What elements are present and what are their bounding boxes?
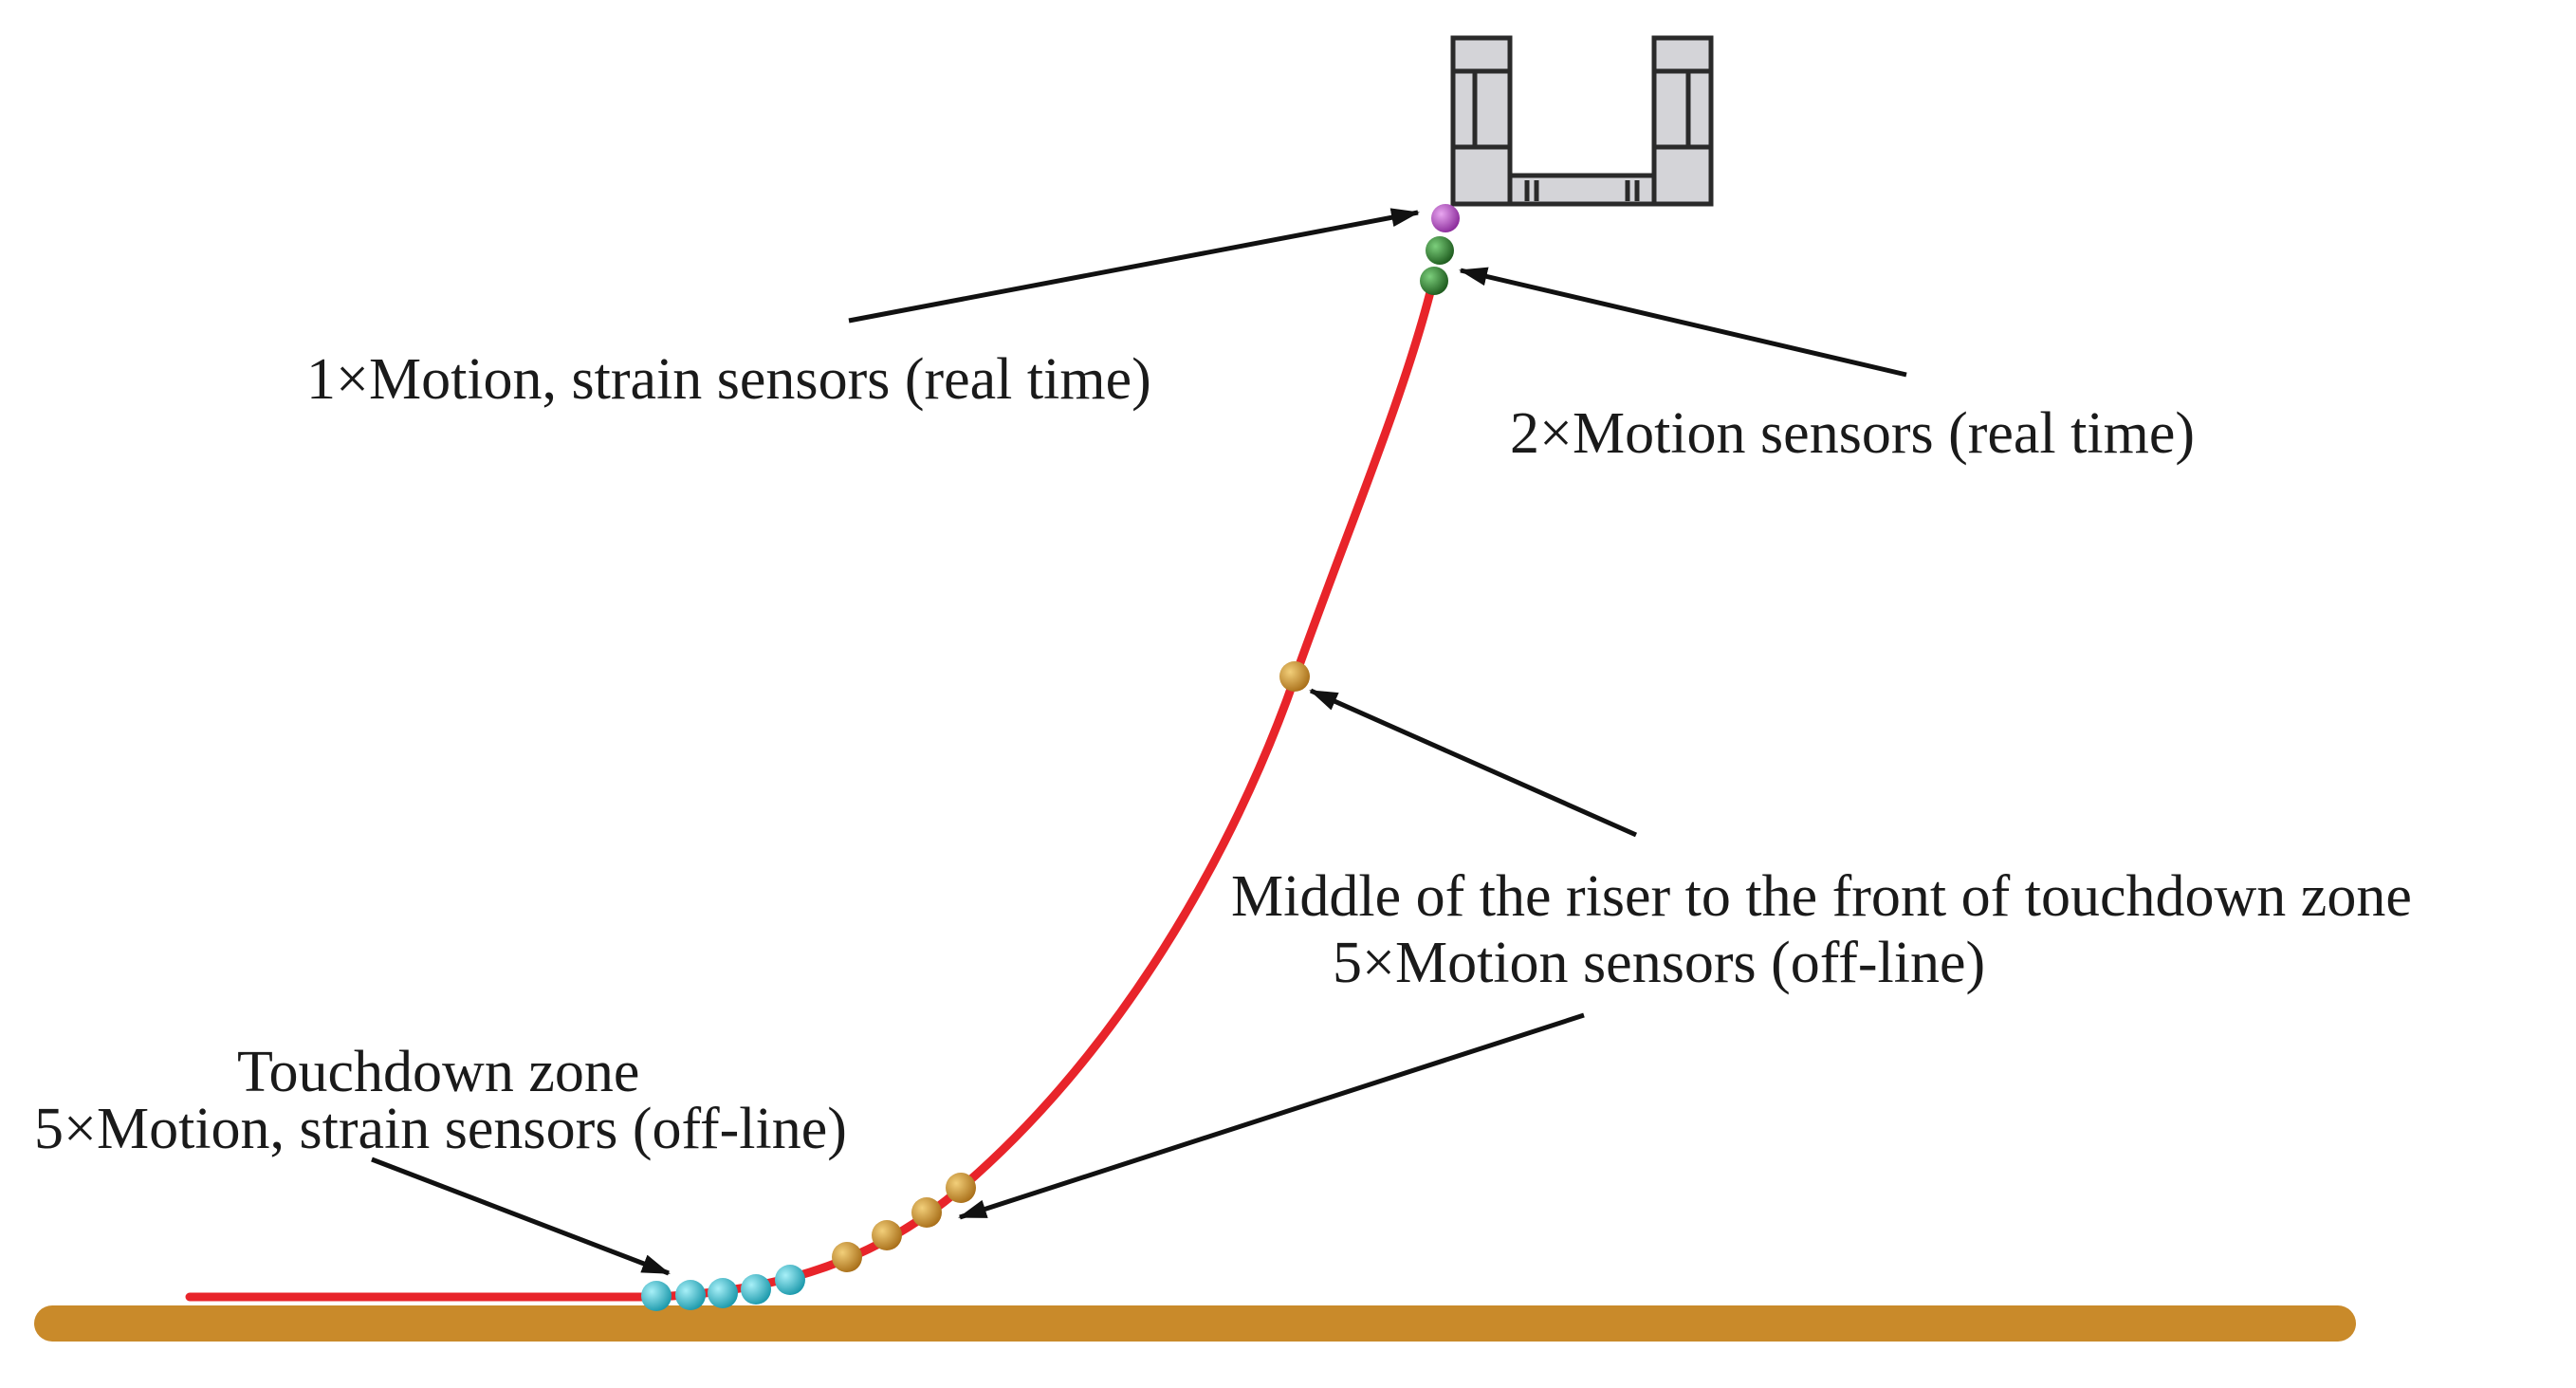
label-touchdown-line2: 5×Motion, strain sensors (off-line) (34, 1097, 847, 1161)
riser (185, 280, 1437, 1302)
arrow-middle (1309, 688, 1638, 838)
top-strain-sensor (1431, 204, 1460, 232)
sensor-marker (1431, 204, 1460, 232)
label-top-pair: 2×Motion sensors (real time) (1510, 401, 2195, 466)
sensor-marker (946, 1173, 976, 1203)
touchdown-sensors (641, 1265, 805, 1311)
sensor-marker (775, 1265, 805, 1295)
sensor-marker (872, 1220, 902, 1250)
sensor-marker (832, 1242, 862, 1272)
arrow-touchdown (371, 1157, 671, 1276)
sensor-marker (1426, 236, 1454, 265)
sensor-marker (675, 1280, 706, 1310)
sensor-marker (641, 1281, 672, 1311)
platform (1450, 35, 1714, 207)
top-motion-sensors (1420, 236, 1454, 295)
sensor-marker (708, 1278, 738, 1308)
label-middle-line2: 5×Motion sensors (off-line) (1333, 931, 1985, 995)
arrow-middle-lower (958, 1012, 1585, 1220)
sensor-marker (911, 1197, 942, 1228)
arrow-top-pair (1459, 267, 1907, 378)
sensor-marker (1279, 661, 1310, 692)
callout-arrows (371, 208, 1907, 1276)
label-top-strain: 1×Motion, strain sensors (real time) (306, 347, 1151, 412)
sensor-marker (741, 1274, 771, 1305)
label-middle-line1: Middle of the riser to the front of touc… (1231, 864, 2412, 929)
sensor-marker (1420, 267, 1448, 295)
label-touchdown-line1: Touchdown zone (237, 1040, 639, 1104)
arrow-top-strain (848, 208, 1420, 324)
middle-motion-sensors (832, 661, 1310, 1272)
